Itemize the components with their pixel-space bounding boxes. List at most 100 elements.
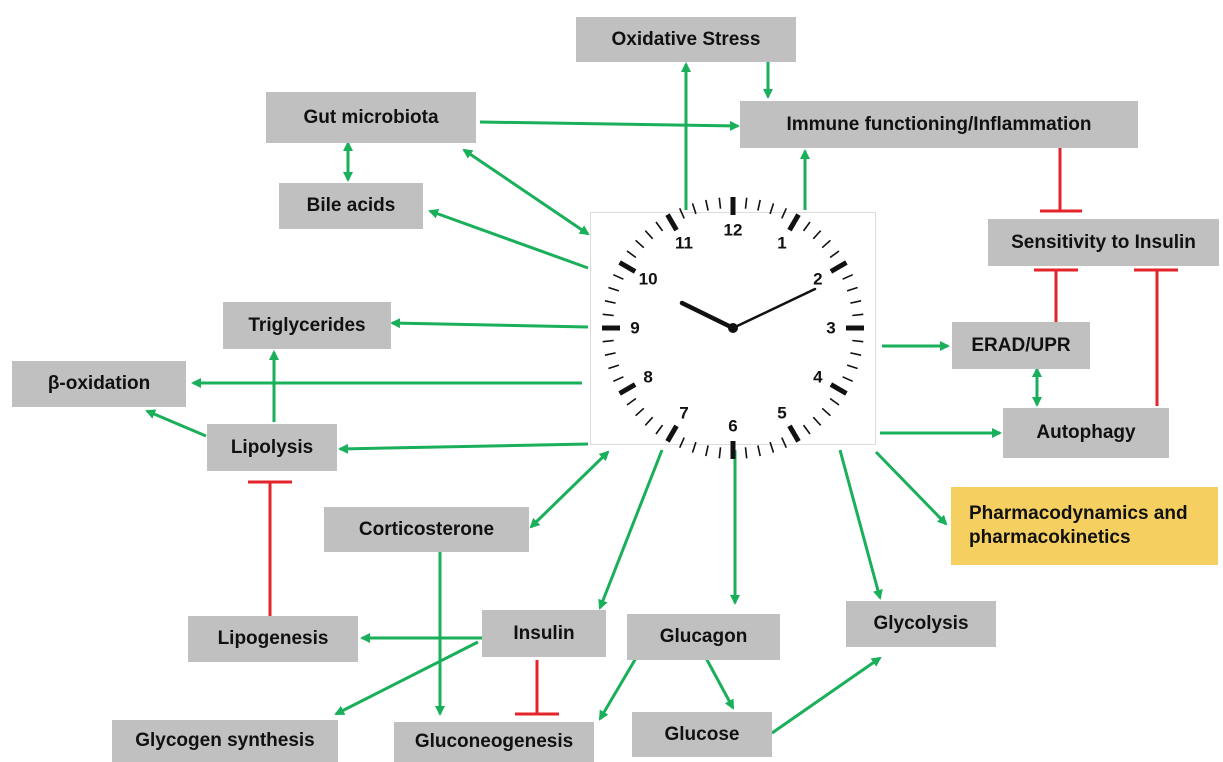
clock-minute-tick — [842, 273, 854, 280]
clock-hour-tick — [665, 213, 679, 232]
arrow-gut-microbiota-clock — [462, 148, 590, 236]
arrow-lipolysis-to-beta-oxidation — [145, 409, 207, 438]
clock-minute-tick — [850, 352, 862, 356]
clock-minute-tick — [612, 273, 624, 280]
arrow-clock-to-insulin — [598, 449, 664, 610]
clock-minute-tick — [821, 239, 831, 249]
node-beta-oxidation: β-oxidation — [12, 361, 186, 407]
clock-minute-tick — [852, 313, 864, 317]
clock-number: 8 — [643, 368, 652, 387]
clock-minute-tick — [678, 207, 685, 219]
clock-minute-tick — [602, 313, 614, 317]
pharmaco-label-line-2: pharmacokinetics — [969, 527, 1131, 548]
clock-minute-tick — [644, 230, 654, 240]
node-oxidative-stress: Oxidative Stress — [576, 17, 796, 62]
node-gut-microbiota: Gut microbiota — [266, 92, 476, 143]
node-corticosterone: Corticosterone — [324, 507, 529, 552]
node-insulin: Insulin — [482, 610, 606, 657]
pharmaco-label: Pharmacodynamics and pharmacokinetics — [969, 502, 1188, 550]
clock-minute-tick — [691, 441, 697, 453]
node-bile-acids: Bile acids — [279, 183, 423, 229]
clock-minute-tick — [626, 397, 637, 406]
node-autophagy: Autophagy — [1003, 408, 1169, 458]
clock-minute-tick — [744, 197, 748, 209]
clock-center-pin — [728, 323, 738, 333]
node-gluconeogenesis: Gluconeogenesis — [394, 722, 594, 762]
clock-minute-tick — [612, 376, 624, 383]
clock-number: 12 — [724, 221, 743, 240]
arrow-clock-to-lipolysis — [338, 442, 589, 454]
clock-minute-tick — [635, 239, 645, 249]
clock-number: 3 — [826, 319, 835, 338]
clock-number: 7 — [679, 403, 688, 422]
arrow-clock-corticosterone — [529, 450, 610, 529]
arrow-insulin-to-glycogen-synthesis — [334, 640, 479, 716]
clock-number: 2 — [813, 270, 822, 289]
clock-minute-tick — [705, 445, 709, 457]
clock-minute-tick — [626, 250, 637, 259]
node-sensitivity-to-insulin: Sensitivity to Insulin — [988, 219, 1219, 266]
clock-minute-tick — [678, 437, 685, 449]
clock-minute-tick — [852, 339, 864, 343]
clock-hour-tick — [787, 424, 801, 443]
clock-minute-tick — [821, 407, 831, 417]
promote-arrows — [145, 62, 1042, 735]
clock-minute-tick — [757, 445, 761, 457]
clock-minute-tick — [644, 416, 654, 426]
node-erad-upr: ERAD/UPR — [952, 322, 1090, 369]
clock-minute-tick — [757, 199, 761, 211]
clock-minute-tick — [718, 447, 722, 459]
arrow-clock-to-bile-acids — [428, 209, 589, 270]
arrow-clock-to-triglycerides — [390, 318, 589, 329]
clock-number: 10 — [639, 270, 658, 289]
clock-minute-tick — [744, 447, 748, 459]
clock-minute-tick — [655, 424, 664, 435]
clock-minute-tick — [608, 286, 620, 292]
clock-minute-tick — [705, 199, 709, 211]
clock-minute-tick — [608, 364, 620, 370]
arrow-glucagon-to-gluconeogenesis — [598, 657, 638, 721]
clock-minute-tick — [655, 221, 664, 232]
clock-hour-tick — [787, 213, 801, 232]
clock-minute-tick — [718, 197, 722, 209]
clock-minute-tick — [781, 437, 788, 449]
arrow-clock-to-glycolysis — [838, 449, 883, 600]
clock-number: 9 — [630, 319, 639, 338]
arrow-glucose-to-glycolysis — [771, 656, 882, 735]
clock-number: 4 — [813, 368, 823, 387]
node-glucose: Glucose — [632, 712, 772, 757]
clock-minute-tick — [602, 339, 614, 343]
clock-minute-tick — [691, 203, 697, 215]
clock-number: 5 — [777, 403, 786, 422]
inhibition-lines — [248, 148, 1178, 716]
clock-minute-tick — [635, 407, 645, 417]
node-lipolysis: Lipolysis — [207, 424, 337, 471]
clock-minute-tick — [604, 300, 616, 304]
node-pharmacodynamics-pharmacokinetics: Pharmacodynamics and pharmacokinetics — [951, 487, 1218, 565]
clock-hour-tick — [829, 260, 848, 274]
node-triglycerides: Triglycerides — [223, 302, 391, 349]
clock-minute-tick — [846, 286, 858, 292]
clock-minute-tick — [850, 300, 862, 304]
clock-minute-tick — [812, 230, 822, 240]
clock-minute-tick — [829, 397, 840, 406]
arrow-gut-microbiota-to-immune — [479, 120, 740, 131]
clock-hour-tick — [829, 382, 848, 396]
clock-hour-tick — [618, 260, 637, 274]
clock-minute-tick — [604, 352, 616, 356]
clock-number: 6 — [728, 417, 737, 436]
clock-minute-tick — [812, 416, 822, 426]
clock-minute-hand — [731, 287, 817, 330]
clock-minute-tick — [842, 376, 854, 383]
arrow-clock-to-pharmaco — [874, 450, 948, 526]
clock-minute-tick — [802, 424, 811, 435]
pharmaco-label-line-1: Pharmacodynamics and — [969, 503, 1188, 524]
node-glycogen-synthesis: Glycogen synthesis — [112, 720, 338, 762]
clock-minute-tick — [846, 364, 858, 370]
clock-minute-tick — [769, 441, 775, 453]
clock-number: 11 — [675, 234, 693, 253]
arrow-glucagon-to-glucose — [704, 657, 735, 710]
clock-minute-tick — [802, 221, 811, 232]
